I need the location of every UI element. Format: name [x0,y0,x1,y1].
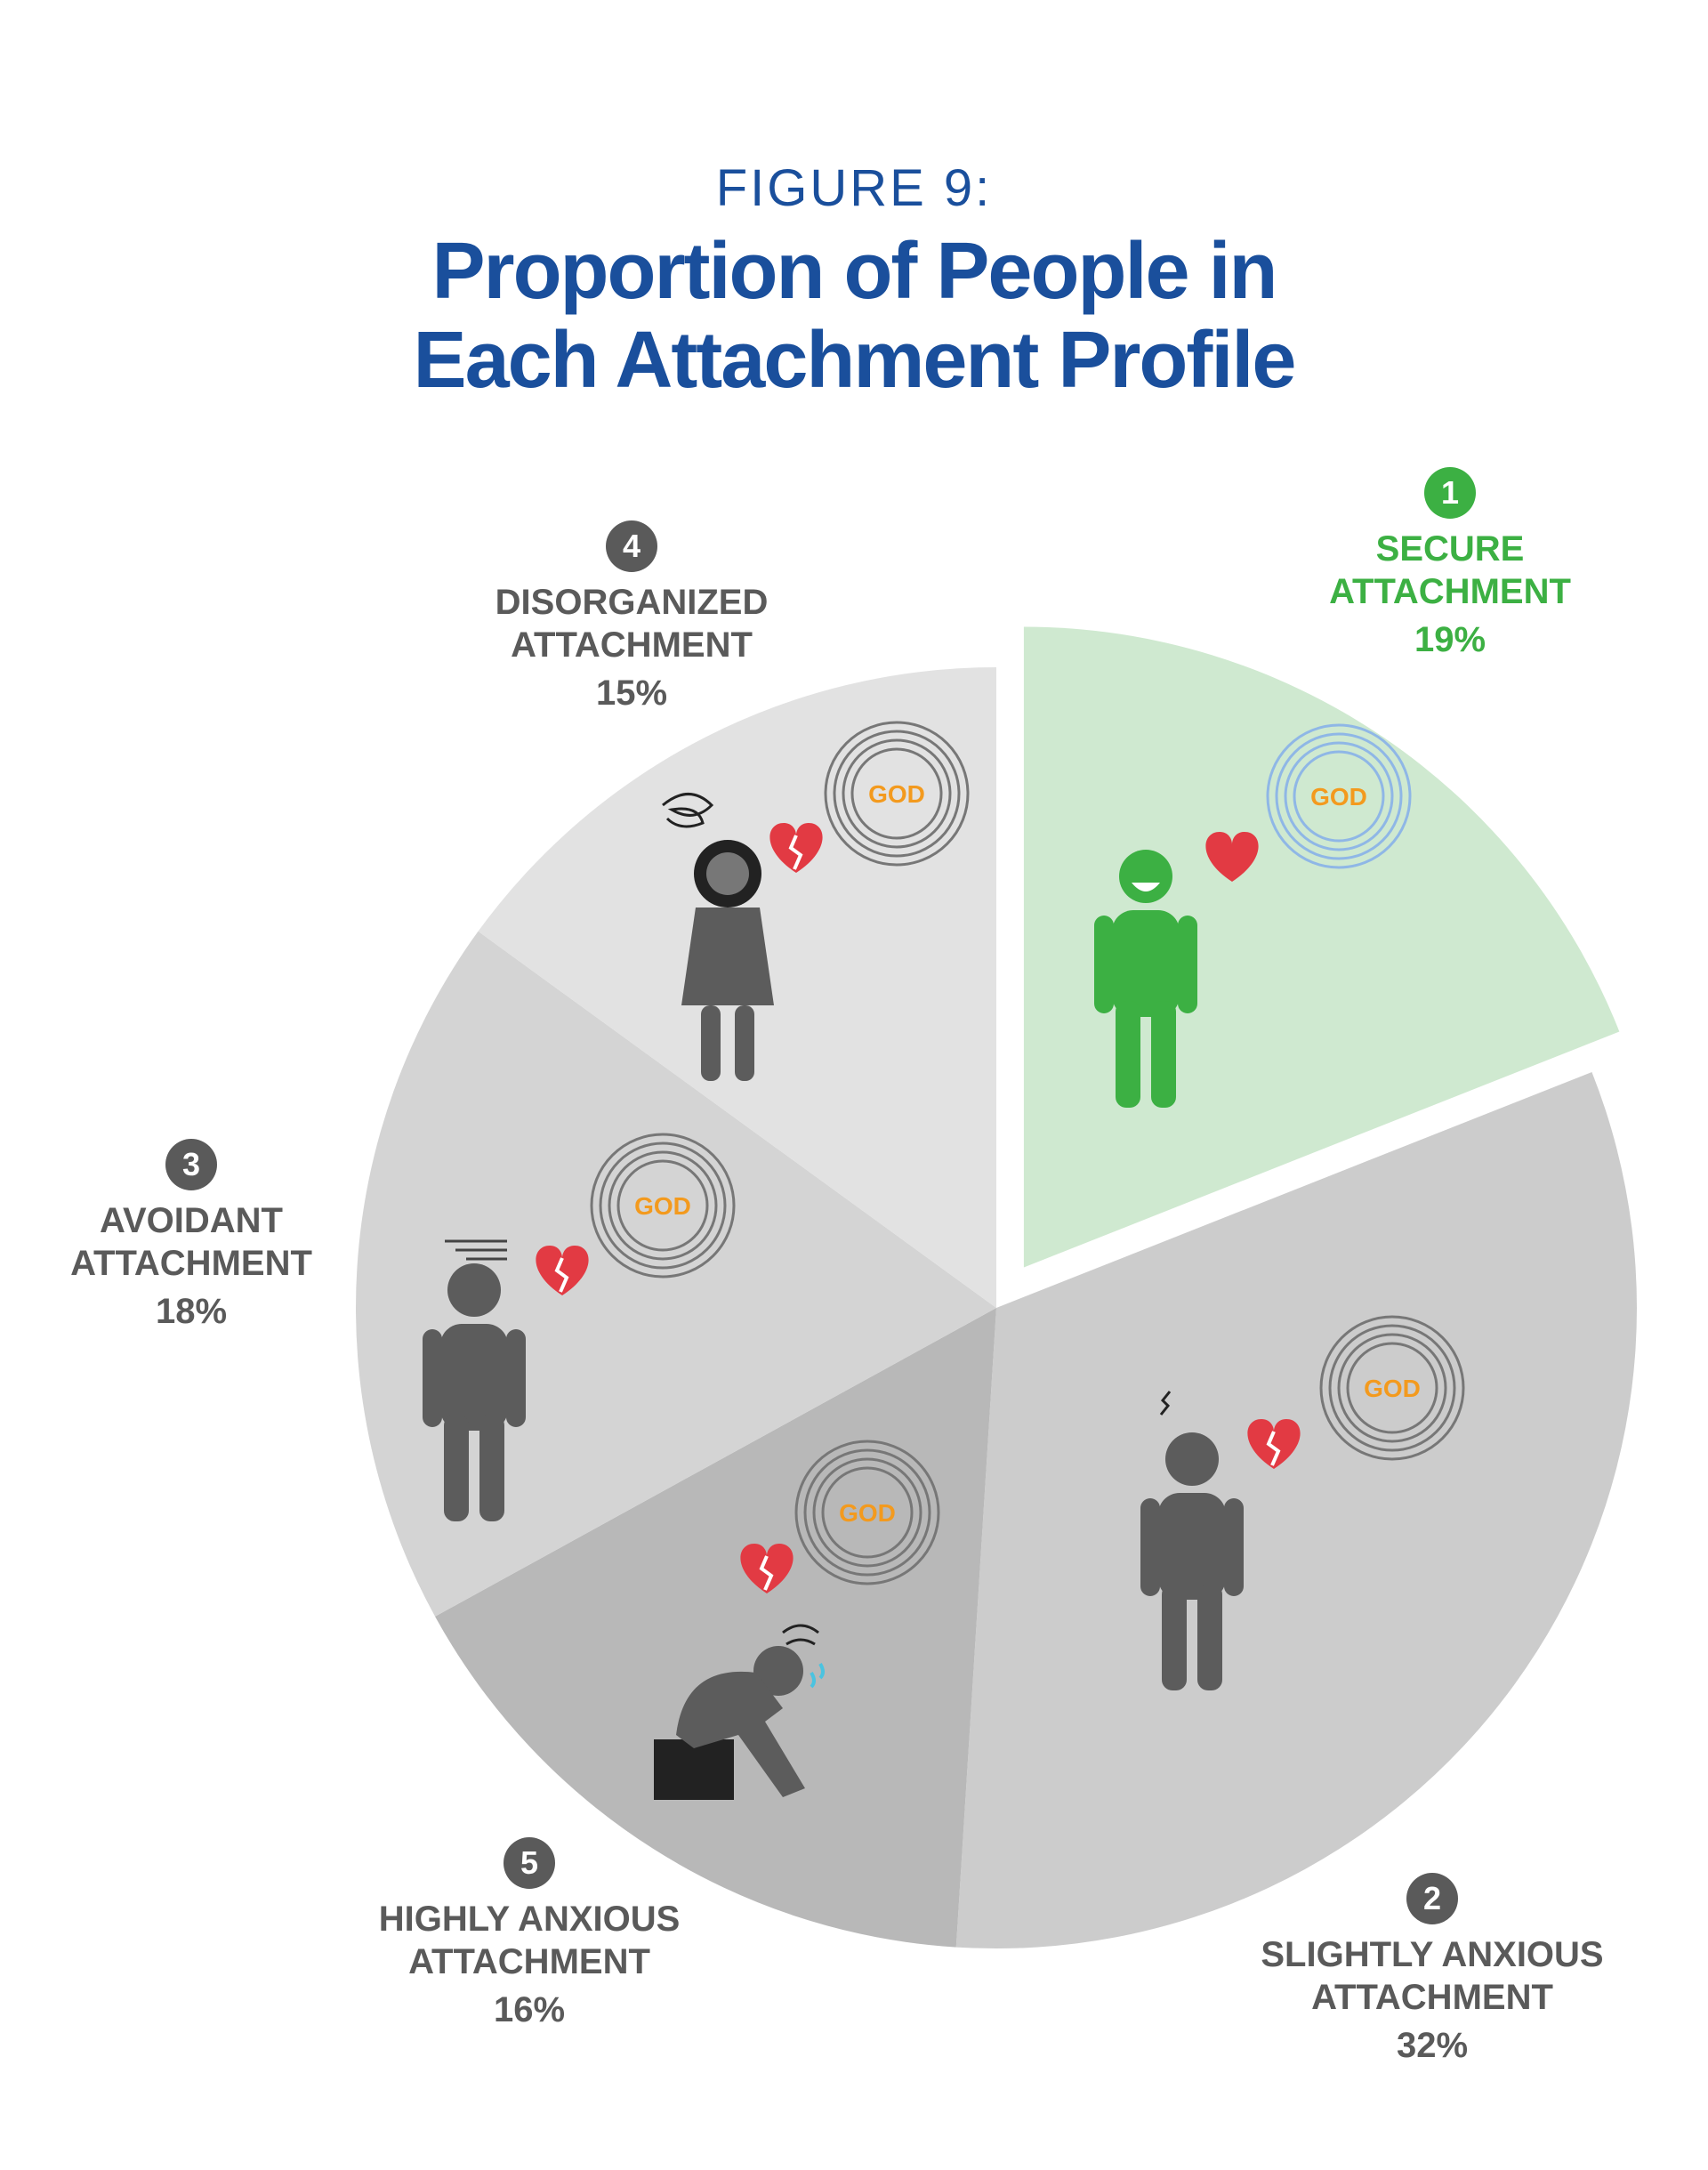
slice-number-badge: 5 [504,1837,555,1889]
god-text: GOD [1364,1375,1421,1402]
heart-icon [1205,832,1259,882]
scribble-thought-icon [662,793,714,828]
god-text: GOD [868,780,925,808]
slice-percent: 19% [1414,620,1486,659]
slice-label-highly-anxious: 5 HIGHLY ANXIOUS ATTACHMENT 16% [307,1837,752,2031]
broken-heart-icon [1247,1419,1301,1469]
slice-percent: 16% [493,1990,566,2029]
slice-percent: 32% [1396,2026,1469,2065]
god-text: GOD [634,1192,691,1220]
slice-number-badge: 1 [1424,467,1476,519]
slice-name: SECURE [1375,529,1525,569]
worried-person-icon [1140,1432,1244,1690]
slice-label-disorganized: 4 DISORGANIZED ATTACHMENT 15% [427,520,836,714]
slice-name: AVOIDANT [100,1201,283,1240]
pie-slice-crying-person [435,1308,996,1948]
slice-number-badge: 2 [1406,1873,1458,1924]
chart-title-line-2: Each Attachment Profile [413,316,1297,405]
god-target-icon: GOD [1266,723,1412,869]
turning-away-person-icon [423,1263,526,1521]
figure-label: FIGURE 9: [715,159,993,217]
smiling-person-icon [1094,850,1197,1108]
confused-person-icon [662,793,774,1081]
pie-slice-turning-away-person [356,931,996,1617]
slice-label-slightly-anxious: 2 SLIGHTLY ANXIOUS ATTACHMENT 32% [1201,1873,1664,2067]
slice-name-line-2: ATTACHMENT [70,1244,312,1283]
pie-slice-smiling-person [1023,626,1620,1268]
slice-name-line-2: ATTACHMENT [408,1942,650,1981]
god-target-icon: GOD [824,721,970,867]
broken-heart-icon [536,1246,589,1295]
slice-number-badge: 3 [165,1139,217,1190]
slice-label-avoidant: 3 AVOIDANT ATTACHMENT 18% [18,1139,365,1333]
slice-percent: 15% [595,674,668,713]
stress-mark-icon [1159,1391,1172,1416]
slice-name: DISORGANIZED [495,583,769,622]
pie-slice-worried-person [955,1071,1638,1948]
slice-name-line-2: ATTACHMENT [511,625,753,665]
slice-number-badge: 4 [606,520,657,572]
broken-heart-icon [740,1544,794,1593]
slice-percent: 18% [155,1292,228,1331]
god-target-icon: GOD [590,1133,736,1279]
slice-name: SLIGHTLY ANXIOUS [1261,1935,1604,1974]
god-text: GOD [839,1499,896,1527]
motion-lines-icon [445,1239,507,1261]
broken-heart-icon [769,823,823,873]
slice-label-secure: 1 SECURE ATTACHMENT 19% [1272,467,1628,661]
god-text: GOD [1310,783,1367,811]
slice-name: HIGHLY ANXIOUS [378,1900,681,1939]
god-target-icon: GOD [1319,1315,1465,1461]
god-target-icon: GOD [794,1440,940,1585]
crying-person-icon [654,1624,825,1800]
slice-name-line-2: ATTACHMENT [1311,1978,1553,2017]
slice-name-line-2: ATTACHMENT [1329,572,1571,611]
chart-title-line-1: Proportion of People in [431,227,1278,316]
